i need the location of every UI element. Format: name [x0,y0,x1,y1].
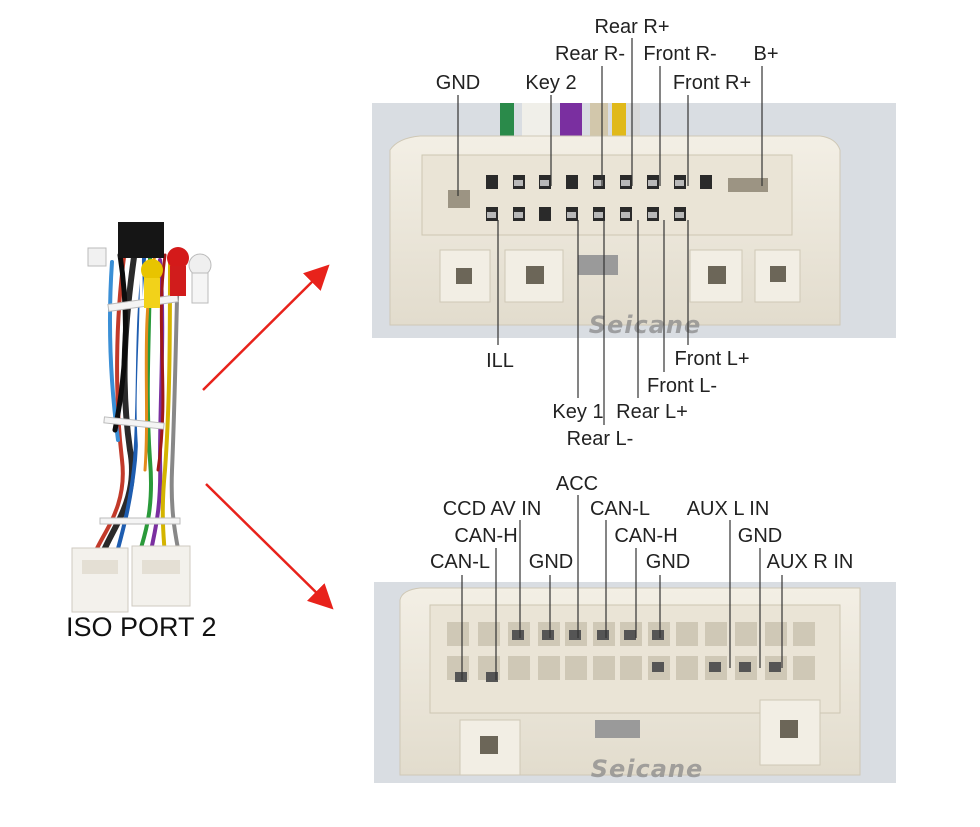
label-can-l-left: CAN-L [429,551,491,573]
top-leader-lines [457,38,763,425]
arrow-to-top-connector [202,264,330,391]
label-key2: Key 2 [525,72,577,94]
label-gnd-mid: GND [645,551,691,573]
label-rear-l-plus: Rear L+ [616,401,688,423]
label-can-h-left: CAN-H [454,525,518,547]
label-acc: ACC [555,473,599,495]
label-rear-r-minus: Rear R- [554,43,626,65]
top-connector-image: Seicane [372,103,896,339]
label-front-l-plus: Front L+ [674,348,750,370]
label-ill: ILL [486,350,514,372]
bottom-connector-image: Seicane [374,582,896,783]
label-aux-l-in: AUX L IN [686,498,770,520]
label-front-r-plus: Front R+ [672,72,752,94]
bottom-leader-lines [461,495,783,680]
harness-image [71,222,212,613]
label-front-l-minus: Front L- [646,375,718,397]
label-gnd-top: GND [435,72,481,94]
label-rear-l-minus: Rear L- [566,428,634,450]
arrow-to-bottom-connector [205,483,334,610]
label-can-h-right: CAN-H [614,525,678,547]
label-rear-r-plus: Rear R+ [594,16,670,38]
label-gnd-left: GND [528,551,574,573]
label-aux-r-in: AUX R IN [766,551,854,573]
watermark-bottom: Seicane [591,755,704,783]
label-front-r-minus: Front R- [643,43,717,65]
label-gnd-right-top: GND [737,525,783,547]
label-key1: Key 1 [552,401,604,423]
label-can-l-top: CAN-L [589,498,651,520]
port-title: ISO PORT 2 [66,612,217,642]
label-ccd-av-in: CCD AV IN [442,498,542,520]
watermark-top: Seicane [589,311,702,339]
label-b-plus: B+ [753,43,779,65]
